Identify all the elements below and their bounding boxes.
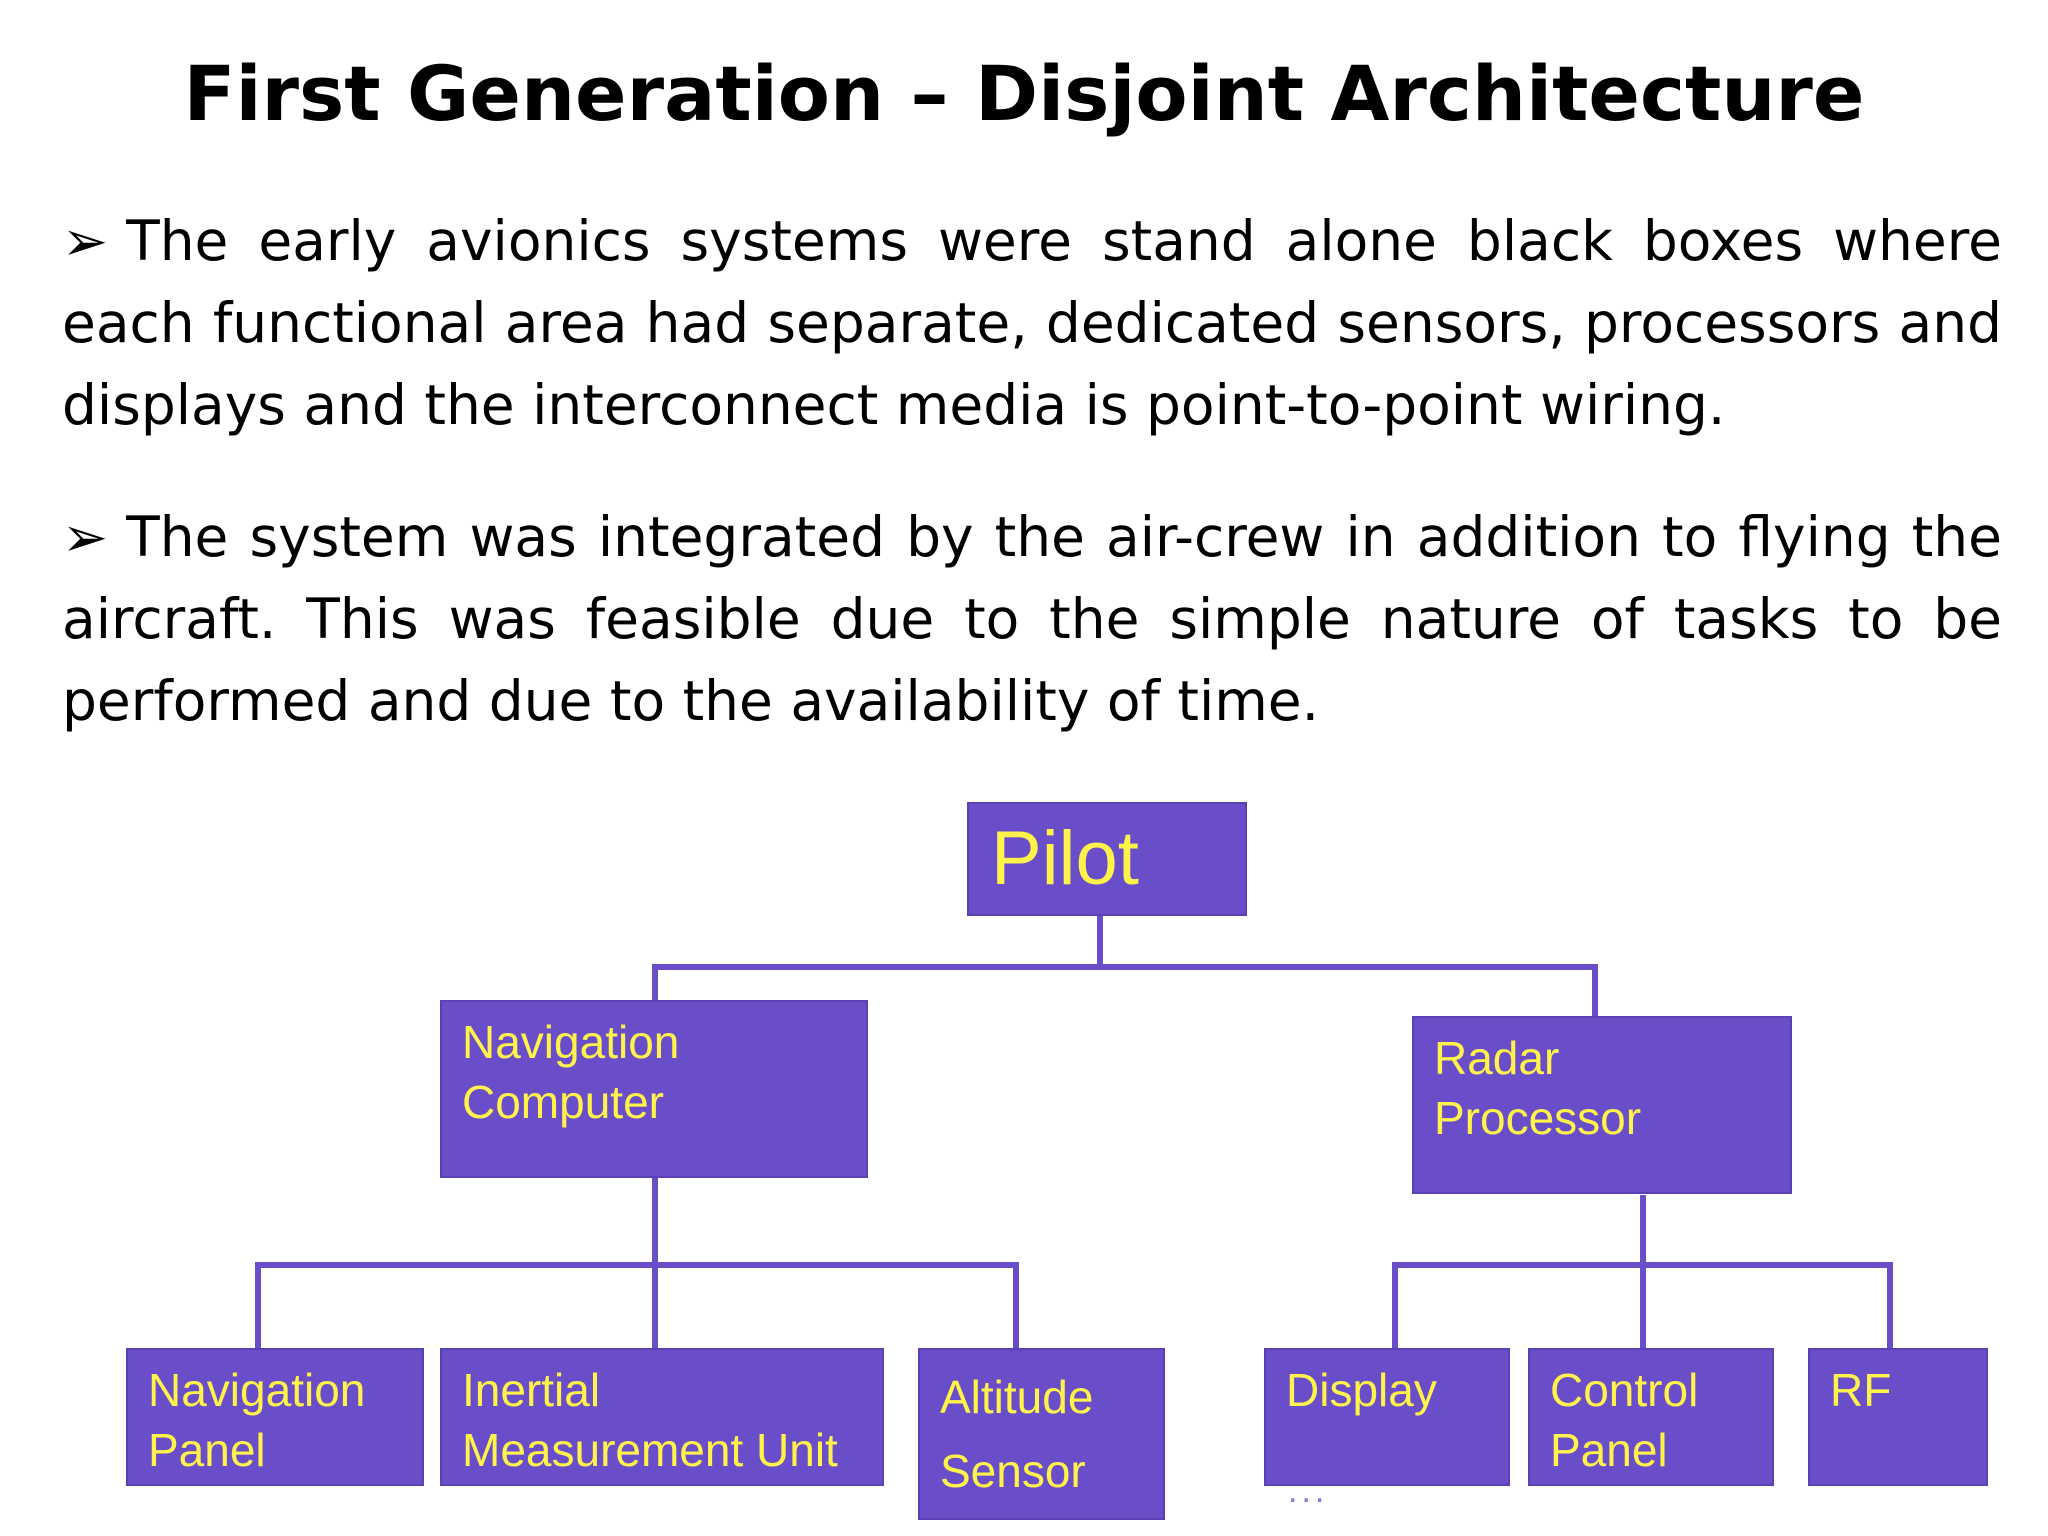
navigation-computer-box: Navigation Computer — [440, 1000, 868, 1178]
node-label: Altitude — [940, 1371, 1094, 1423]
node-label: Display — [1286, 1364, 1437, 1416]
bullet-text: The system was integrated by the air-cre… — [62, 505, 2002, 733]
navigation-panel-box: Navigation Panel — [126, 1348, 424, 1486]
node-label: Navigation — [148, 1364, 366, 1416]
arrow-bullet-icon: ➢ — [62, 209, 109, 273]
bullet-text: The early avionics systems were stand al… — [62, 209, 2002, 437]
bullet-item: ➢The early avionics systems were stand a… — [62, 200, 2002, 446]
radar-processor-box: Radar Processor — [1412, 1016, 1792, 1194]
rf-box: RF — [1808, 1348, 1988, 1486]
pilot-box: Pilot — [967, 802, 1247, 916]
node-label: RF — [1830, 1364, 1892, 1416]
node-label: Computer — [462, 1076, 664, 1128]
node-label: Inertial — [462, 1364, 601, 1416]
node-label: Panel — [148, 1424, 266, 1476]
node-label: Sensor — [940, 1445, 1086, 1497]
node-label: Processor — [1434, 1092, 1642, 1144]
arrow-bullet-icon: ➢ — [62, 505, 109, 569]
altitude-sensor-box: Altitude Sensor — [918, 1348, 1165, 1520]
node-label: Radar — [1434, 1032, 1560, 1084]
node-label: Control — [1550, 1364, 1699, 1416]
node-label: Pilot — [991, 816, 1139, 901]
inertial-measurement-unit-box: Inertial Measurement Unit — [440, 1348, 884, 1486]
control-panel-box: Control Panel — [1528, 1348, 1774, 1486]
node-label: Navigation — [462, 1016, 680, 1068]
slide-title: First Generation – Disjoint Architecture — [183, 49, 1865, 138]
bullet-item: ➢The system was integrated by the air-cr… — [62, 496, 2002, 742]
display-box: Display — [1264, 1348, 1510, 1486]
ellipsis-mark: ... — [1288, 1472, 1329, 1510]
node-label: Panel — [1550, 1424, 1668, 1476]
node-label: Measurement Unit — [462, 1424, 838, 1476]
